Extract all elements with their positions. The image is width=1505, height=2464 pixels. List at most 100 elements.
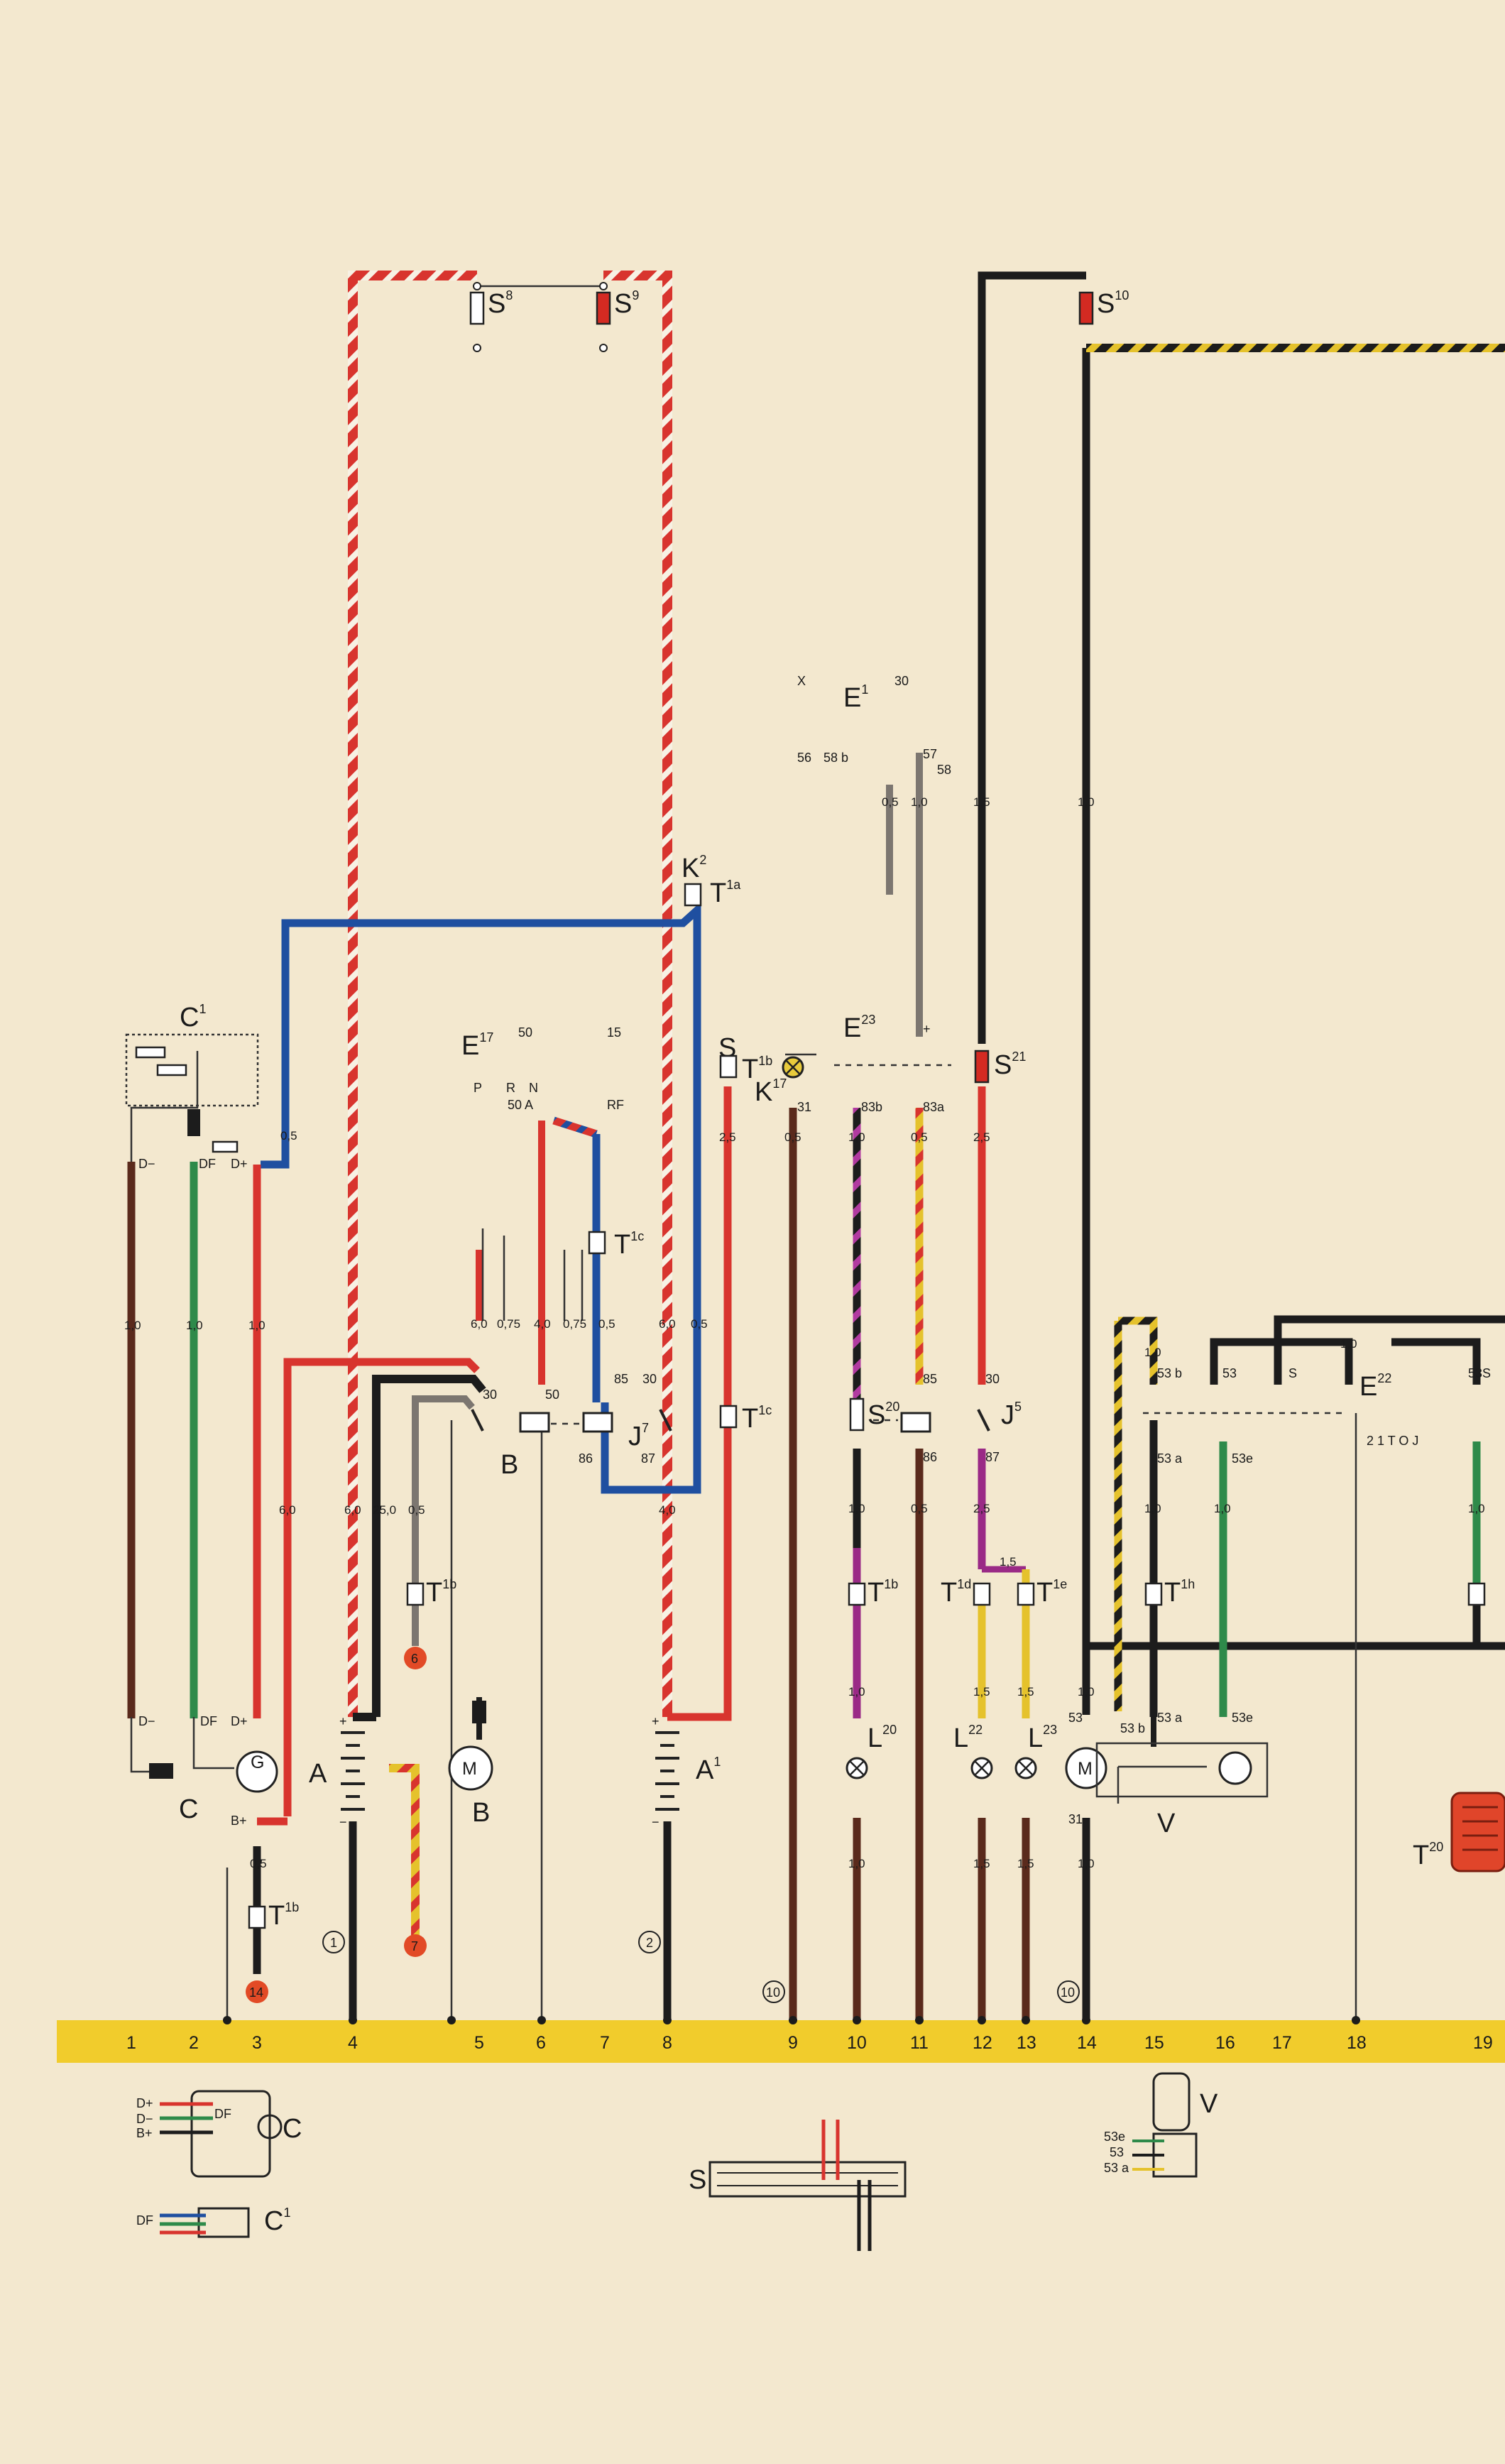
svg-text:87: 87 [985,1450,1000,1464]
wire-red-white-s9 [603,271,672,1717]
svg-text:T1h: T1h [1164,1577,1195,1608]
svg-text:T1b: T1b [868,1577,898,1608]
svg-text:K2: K2 [682,853,706,883]
svg-text:M: M [462,1759,477,1779]
svg-text:+: + [339,1714,347,1728]
svg-text:58: 58 [937,763,951,777]
svg-text:50: 50 [545,1388,559,1402]
svg-text:L23: L23 [1028,1723,1057,1753]
svg-text:V: V [1157,1809,1176,1838]
svg-text:7: 7 [600,2033,610,2053]
svg-text:E1: E1 [843,682,868,713]
svg-text:1,0: 1,0 [1078,795,1095,809]
svg-text:1,0: 1,0 [1340,1337,1357,1351]
svg-text:53: 53 [1222,1366,1237,1380]
svg-text:T1d: T1d [941,1577,971,1608]
regulator-c [149,1763,173,1779]
svg-text:T1c: T1c [742,1403,772,1434]
svg-text:T1c: T1c [614,1229,644,1260]
svg-text:−: − [339,1815,347,1829]
svg-text:30: 30 [894,674,909,688]
svg-text:16: 16 [1215,2033,1235,2053]
svg-text:D−: D− [138,1714,155,1728]
svg-text:N: N [529,1081,538,1095]
svg-text:T20: T20 [1413,1840,1443,1870]
relay-b-coil [519,1412,550,1433]
terminal-labels: D− DF D+ D− DF D+ B+ 30 50 85 86 87 30 8… [138,674,1491,1829]
svg-text:85: 85 [614,1372,628,1386]
regulator-c1 [125,1033,259,1107]
svg-text:J5: J5 [1001,1400,1022,1430]
svg-text:P: P [474,1081,482,1095]
generator-g [236,1750,278,1793]
wiper-unit-v [1095,1742,1269,1798]
svg-text:T1b: T1b [742,1054,772,1084]
svg-text:17: 17 [1272,2033,1292,2053]
svg-text:S8: S8 [488,288,513,319]
svg-text:3: 3 [252,2033,262,2053]
svg-text:7: 7 [411,1939,418,1953]
fuses [187,282,1094,1432]
svg-text:53 a: 53 a [1157,1451,1183,1466]
svg-text:1,5: 1,5 [973,1857,990,1870]
svg-text:DF: DF [136,2213,153,2228]
svg-text:19: 19 [1473,2033,1493,2053]
indicator-k17 [782,1056,804,1079]
svg-text:2,5: 2,5 [973,1130,990,1144]
wire-yellow-red-7 [389,1764,420,1942]
svg-text:C1: C1 [264,2206,290,2236]
svg-text:E23: E23 [843,1013,875,1043]
fuse-s10 [1078,291,1094,325]
svg-text:G: G [251,1752,264,1772]
svg-text:9: 9 [788,2033,798,2053]
svg-text:6,0: 6,0 [344,1503,361,1517]
svg-text:4: 4 [348,2033,358,2053]
svg-text:1,5: 1,5 [1017,1685,1034,1699]
svg-text:B+: B+ [136,2126,153,2140]
fuse-s20 [849,1397,865,1432]
svg-text:10: 10 [1061,1985,1075,2000]
svg-text:1,0: 1,0 [1078,1685,1095,1699]
wire-black-53s [1391,1338,1481,1385]
svg-text:1: 1 [330,1936,337,1950]
svg-text:50: 50 [518,1025,532,1040]
svg-text:1,0: 1,0 [124,1319,141,1332]
svg-text:31: 31 [1068,1812,1083,1826]
svg-text:L20: L20 [868,1723,897,1753]
fuse-c1 [187,1109,200,1136]
svg-text:11: 11 [910,2033,929,2053]
svg-text:30: 30 [642,1372,657,1386]
svg-text:L22: L22 [953,1723,983,1753]
wires [127,271,1505,2020]
svg-text:14: 14 [1077,2033,1097,2053]
wire-black-yellow-col15-h [1118,1317,1158,1385]
svg-text:RF: RF [607,1098,624,1112]
svg-text:0,5: 0,5 [911,1502,928,1515]
wire-grey-col5 [412,1395,475,1646]
svg-text:8: 8 [662,2033,672,2053]
svg-text:86: 86 [923,1450,937,1464]
wire-black-col4 [372,1375,486,1717]
svg-text:6: 6 [536,2033,546,2053]
svg-text:53e: 53e [1104,2130,1125,2144]
svg-text:1: 1 [126,2033,136,2053]
svg-text:DF: DF [214,2107,231,2121]
svg-text:B: B [500,1450,518,1480]
svg-text:2,5: 2,5 [719,1130,736,1144]
svg-text:A: A [309,1759,327,1789]
wire-red-white-s8 [348,271,477,1717]
ground-bus: 1 2 3 4 5 6 7 8 9 10 11 12 13 14 15 16 1… [57,2016,1505,2063]
legend-fuse-box-s: S [689,2120,907,2251]
svg-text:57: 57 [923,747,937,761]
starter-motor [448,1745,493,1791]
svg-text:S9: S9 [614,288,639,319]
svg-text:T1e: T1e [1036,1577,1067,1608]
svg-text:1,0: 1,0 [848,1857,865,1870]
svg-text:86: 86 [579,1451,593,1466]
svg-text:87: 87 [641,1451,655,1466]
svg-text:53 b: 53 b [1157,1366,1182,1380]
svg-text:C: C [179,1794,198,1824]
svg-text:1,0: 1,0 [1214,1502,1231,1515]
connectors [248,883,1486,1929]
